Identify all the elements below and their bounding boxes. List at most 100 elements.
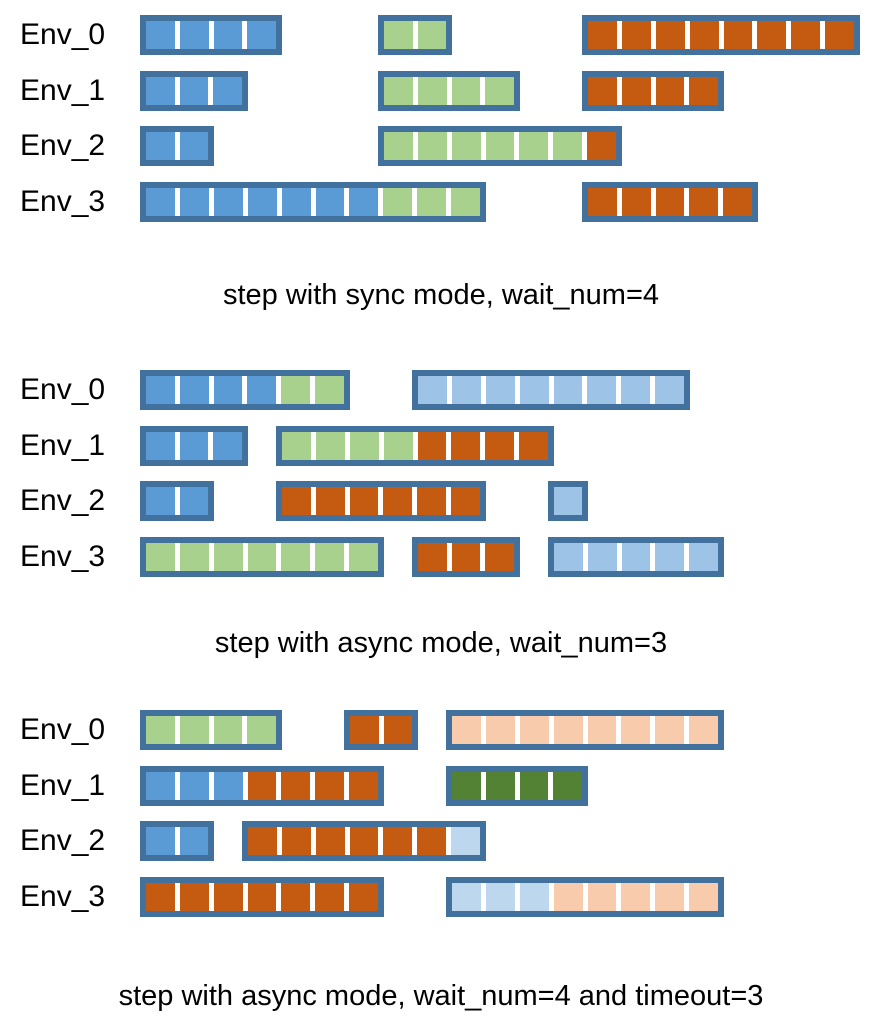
step-cell-blue xyxy=(179,376,209,404)
step-bar xyxy=(582,15,860,55)
step-cell-green xyxy=(315,432,345,460)
row-label-env_2: Env_2 xyxy=(20,129,106,162)
step-bar xyxy=(548,481,588,521)
step-cell-blue xyxy=(179,188,209,216)
step-cell-orange xyxy=(383,827,413,855)
step-cell-orange xyxy=(417,827,447,855)
step-bar xyxy=(582,71,724,111)
step-cell-orange xyxy=(417,432,447,460)
step-cell-paleblue xyxy=(451,827,481,855)
step-cell-orange xyxy=(247,772,277,800)
step-cell-peach xyxy=(553,883,583,911)
step-cell-lightblue xyxy=(485,376,515,404)
step-bar xyxy=(140,182,486,222)
step-cell-green xyxy=(213,543,243,571)
step-cell-blue xyxy=(213,376,243,404)
step-bar xyxy=(140,481,214,521)
step-bar xyxy=(446,710,724,750)
step-cell-blue xyxy=(315,188,345,216)
step-bar xyxy=(140,710,282,750)
step-cell-green xyxy=(179,716,209,744)
step-cell-green xyxy=(247,543,277,571)
step-cell-paleblue xyxy=(519,883,549,911)
step-cell-green xyxy=(485,77,514,105)
step-bar xyxy=(582,182,758,222)
step-cell-green xyxy=(451,132,481,160)
step-cell-blue xyxy=(213,77,243,105)
step-cell-orange xyxy=(349,827,379,855)
step-cell-orange xyxy=(757,21,787,49)
step-cell-peach xyxy=(553,716,583,744)
step-bar xyxy=(548,537,724,577)
step-bar xyxy=(344,710,418,750)
step-cell-orange xyxy=(485,432,515,460)
step-bar xyxy=(140,537,384,577)
step-cell-lightblue xyxy=(655,543,685,571)
step-bar xyxy=(276,426,554,466)
step-cell-lightblue xyxy=(689,543,718,571)
step-cell-lightblue xyxy=(587,543,617,571)
step-cell-orange xyxy=(315,487,345,515)
step-cell-darkgreen xyxy=(485,772,515,800)
step-cell-blue xyxy=(146,432,175,460)
step-cell-lightblue xyxy=(655,376,684,404)
step-cell-blue xyxy=(146,376,175,404)
step-cell-blue xyxy=(146,188,175,216)
step-cell-blue xyxy=(213,188,243,216)
step-cell-orange xyxy=(349,487,379,515)
step-cell-green xyxy=(315,543,345,571)
panel-caption-async-wait4-timeout3: step with async mode, wait_num=4 and tim… xyxy=(118,980,764,1012)
step-cell-lightblue xyxy=(554,487,582,515)
step-cell-green xyxy=(485,132,515,160)
row-label-env_2: Env_2 xyxy=(20,824,106,857)
row-label-env_2: Env_2 xyxy=(20,484,106,517)
step-cell-darkgreen xyxy=(519,772,549,800)
step-cell-orange xyxy=(485,543,515,571)
step-cell-orange xyxy=(383,487,413,515)
step-cell-blue xyxy=(247,376,277,404)
step-cell-blue xyxy=(213,432,243,460)
step-cell-orange xyxy=(451,487,480,515)
step-cell-green xyxy=(213,716,243,744)
step-cell-green xyxy=(384,77,413,105)
step-cell-peach xyxy=(689,883,718,911)
step-cell-green xyxy=(417,77,447,105)
step-cell-peach xyxy=(655,883,685,911)
step-bar xyxy=(412,537,520,577)
step-cell-green xyxy=(146,716,175,744)
step-cell-orange xyxy=(621,77,651,105)
step-bar xyxy=(140,370,350,410)
row-label-env_1: Env_1 xyxy=(20,74,106,107)
step-cell-blue xyxy=(179,772,209,800)
step-bar xyxy=(140,766,384,806)
row-label-env_3: Env_3 xyxy=(20,880,106,913)
step-cell-orange xyxy=(689,188,719,216)
step-cell-orange xyxy=(825,21,854,49)
step-cell-lightblue xyxy=(519,376,549,404)
step-bar xyxy=(140,15,282,55)
step-bar xyxy=(140,821,214,861)
step-cell-green xyxy=(383,188,413,216)
step-cell-green xyxy=(417,21,446,49)
step-cell-blue xyxy=(349,188,379,216)
step-cell-orange xyxy=(588,188,617,216)
step-cell-green xyxy=(451,188,481,216)
step-cell-orange xyxy=(689,77,718,105)
step-cell-orange xyxy=(315,883,345,911)
step-cell-orange xyxy=(281,772,311,800)
step-cell-blue xyxy=(281,188,311,216)
step-cell-orange xyxy=(417,487,447,515)
step-cell-orange xyxy=(315,827,345,855)
step-bar xyxy=(412,370,690,410)
step-cell-blue xyxy=(179,432,209,460)
step-cell-orange xyxy=(621,21,651,49)
panel-caption-sync: step with sync mode, wait_num=4 xyxy=(222,279,660,311)
step-cell-green xyxy=(349,543,379,571)
step-cell-lightblue xyxy=(554,543,583,571)
step-cell-orange xyxy=(281,883,311,911)
step-bar xyxy=(140,877,384,917)
step-cell-blue xyxy=(213,21,243,49)
step-cell-lightblue xyxy=(587,376,617,404)
step-cell-orange xyxy=(281,827,311,855)
step-bar xyxy=(276,481,486,521)
